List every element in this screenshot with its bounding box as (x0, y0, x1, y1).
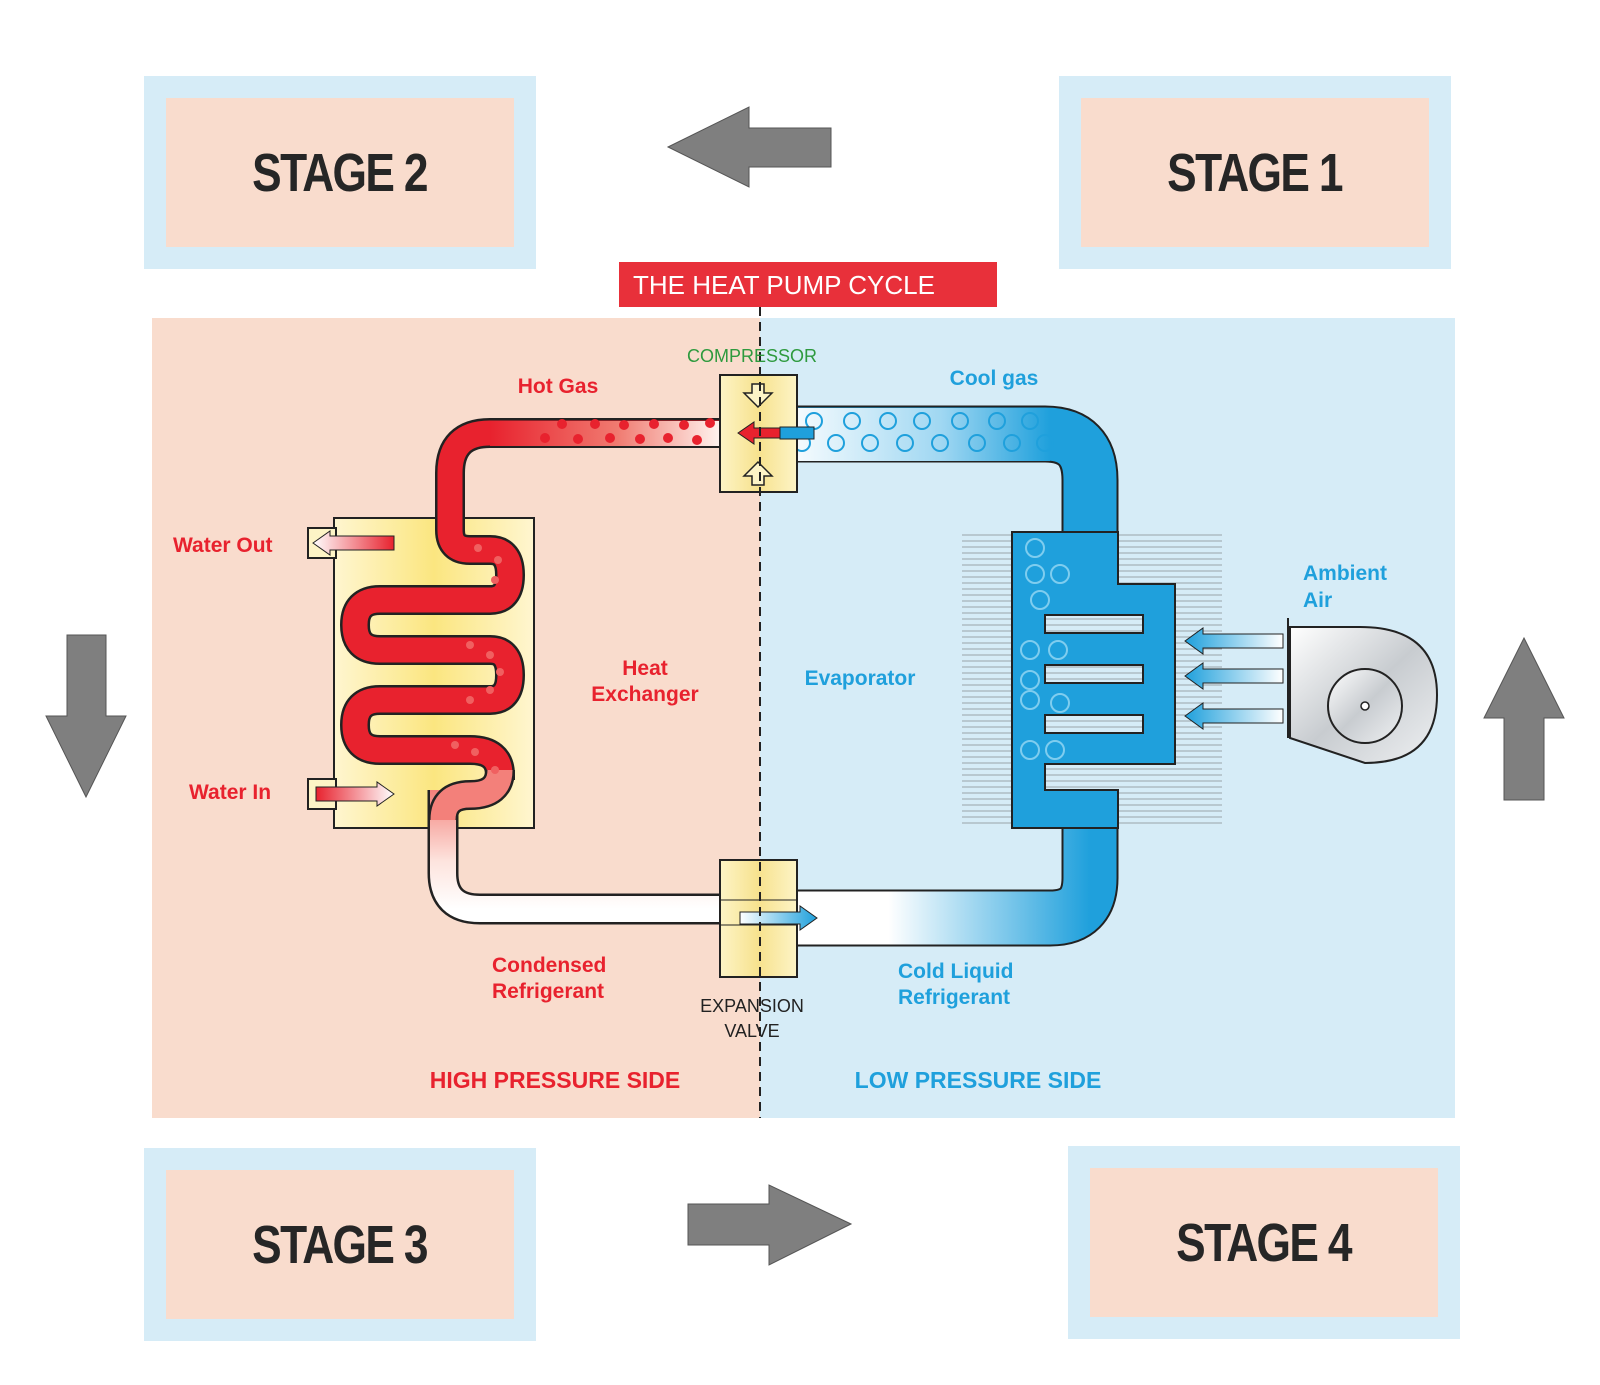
hot-gas-pipe (342, 420, 720, 788)
stage-3-box: STAGE 3 (144, 1148, 536, 1341)
low-pressure-label: LOW PRESSURE SIDE (855, 1067, 1102, 1093)
hx-dots (451, 544, 504, 774)
stage-3-label: STAGE 3 (252, 1214, 429, 1275)
stage-2-label: STAGE 2 (252, 142, 429, 203)
cool-gas-bubbles (793, 412, 1054, 452)
stage-2-box: STAGE 2 (144, 76, 536, 269)
water-out-arrow-icon (312, 530, 395, 556)
evaporator-bubbles (1020, 538, 1070, 760)
compressor-down-arrow-icon (742, 383, 774, 409)
hot-gas-label: Hot Gas (518, 375, 599, 398)
expansion-valve-label-2: VALVE (724, 1021, 779, 1041)
cold-liquid-label-1: Cold Liquid (898, 960, 1013, 983)
condensed-label-1: Condensed (492, 954, 606, 977)
expansion-valve-label-1: EXPANSION (700, 996, 804, 1016)
cool-gas-label: Cool gas (950, 367, 1039, 390)
evaporator-label: Evaporator (805, 667, 916, 690)
condensed-pipe (430, 790, 722, 922)
condensed-label-2: Refrigerant (492, 980, 604, 1003)
stage-4-label: STAGE 4 (1176, 1212, 1353, 1273)
ambient-air-label-1: Ambient (1303, 562, 1387, 585)
stage-4-box: STAGE 4 (1068, 1146, 1460, 1339)
water-out-label: Water Out (173, 534, 273, 557)
arrow-right-icon (687, 1184, 853, 1266)
arrow-up-icon (1483, 636, 1565, 801)
cold-liquid-pipe (780, 828, 1117, 945)
arrow-down-icon (45, 634, 127, 799)
high-pressure-label: HIGH PRESSURE SIDE (430, 1067, 681, 1093)
diagram-title: THE HEAT PUMP CYCLE (633, 270, 935, 300)
heat-exchanger-label-1: Heat (622, 657, 668, 680)
arrow-left-icon (666, 106, 832, 188)
cold-liquid-label-2: Refrigerant (898, 986, 1010, 1009)
fan-icon (1287, 618, 1439, 765)
hx-exit-pipe-fill (430, 769, 513, 821)
title-bar (619, 262, 997, 307)
compressor-label: COMPRESSOR (687, 346, 817, 366)
compressor-up-arrow-icon (742, 460, 774, 486)
water-in-arrow-icon (315, 781, 395, 807)
expansion-valve-pipe (720, 899, 797, 926)
water-in-label: Water In (189, 781, 271, 804)
stage-1-label: STAGE 1 (1167, 142, 1344, 203)
heat-exchanger-label-2: Exchanger (591, 683, 698, 706)
ambient-air-arrows (1184, 627, 1284, 730)
evaporator-coil (1011, 531, 1176, 829)
ambient-air-label-2: Air (1303, 589, 1332, 612)
compressor-blue-bar (779, 426, 815, 440)
hot-gas-dots (540, 418, 715, 445)
stage-1-box: STAGE 1 (1059, 76, 1451, 269)
